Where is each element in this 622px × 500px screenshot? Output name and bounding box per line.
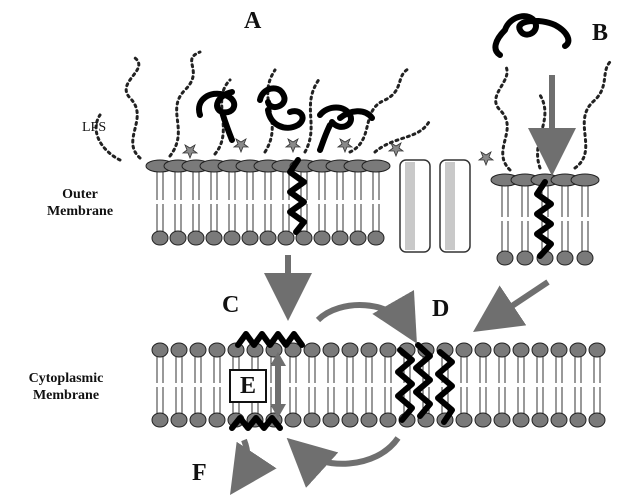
lipid-head — [171, 413, 187, 427]
lipid-head — [456, 413, 472, 427]
label-e: E — [240, 373, 256, 400]
lipid-head — [532, 413, 548, 427]
lipid-head — [260, 231, 276, 245]
lipid-head — [304, 343, 320, 357]
lipid-head — [551, 413, 567, 427]
lipid-head — [209, 413, 225, 427]
cytoplasmic-membrane-label: Cytoplasmic Membrane — [6, 370, 126, 404]
lipid-head — [571, 174, 599, 186]
lipid-head — [224, 231, 240, 245]
lipid-head — [380, 343, 396, 357]
cytoplasmic-membrane-line1: Cytoplasmic — [6, 370, 126, 387]
lipid-head — [494, 343, 510, 357]
lipid-head — [206, 231, 222, 245]
lipid-head — [570, 343, 586, 357]
lipid-head — [304, 413, 320, 427]
lipid-head — [323, 343, 339, 357]
outer-membrane-line1: Outer — [30, 186, 130, 203]
lipid-head — [170, 231, 186, 245]
lipid-head — [513, 413, 529, 427]
lipid-head — [380, 413, 396, 427]
label-e-box: E — [229, 369, 267, 403]
lipid-head — [171, 343, 187, 357]
label-a: A — [244, 8, 261, 35]
label-d: D — [432, 296, 449, 323]
lipid-head — [475, 343, 491, 357]
lipid-head — [152, 231, 168, 245]
cytoplasmic-membrane-line2: Membrane — [6, 387, 126, 404]
outer-membrane-line2: Membrane — [30, 203, 130, 220]
lipid-head — [570, 413, 586, 427]
arrow-f — [240, 440, 247, 480]
lipid-head — [589, 413, 605, 427]
lipid-head — [362, 160, 390, 172]
lipid-head — [152, 413, 168, 427]
lipid-head — [361, 343, 377, 357]
lipid-head — [332, 231, 348, 245]
lipid-head — [577, 251, 593, 265]
lipid-head — [342, 413, 358, 427]
lipid-head — [209, 343, 225, 357]
lipid-head — [368, 231, 384, 245]
peptide-a1 — [199, 92, 234, 140]
lipid-head — [190, 413, 206, 427]
lipid-head — [589, 343, 605, 357]
arrow-om-right-to-d — [488, 282, 548, 322]
arrow-d-back — [300, 438, 398, 464]
peptide-b — [495, 16, 568, 55]
lipid-head — [497, 251, 513, 265]
lipid-head — [350, 231, 366, 245]
peptides — [199, 16, 568, 428]
lipid-head — [532, 343, 548, 357]
lipid-head — [242, 231, 258, 245]
lipid-head — [551, 343, 567, 357]
cytoplasmic-membrane — [152, 343, 605, 427]
lipid-head — [342, 343, 358, 357]
lipid-head — [517, 251, 533, 265]
lipid-head — [456, 343, 472, 357]
lipid-head — [513, 343, 529, 357]
lipid-head — [278, 231, 294, 245]
porin-channels — [400, 160, 470, 252]
arrow-c-to-d — [318, 305, 408, 328]
peptide-d1 — [398, 350, 412, 420]
peptide-om-right — [537, 182, 551, 256]
outer-membrane-left — [146, 160, 390, 245]
lipid-head — [314, 231, 330, 245]
lipid-head — [557, 251, 573, 265]
lipid-head — [190, 343, 206, 357]
lipid-head — [494, 413, 510, 427]
lipid-head — [152, 343, 168, 357]
lipid-head — [188, 231, 204, 245]
lps-label: LPS — [82, 120, 106, 136]
peptide-d3 — [438, 352, 452, 422]
lipid-head — [475, 413, 491, 427]
label-c: C — [222, 292, 239, 319]
label-b: B — [592, 20, 608, 47]
lipid-head — [361, 413, 377, 427]
outer-membrane-label: Outer Membrane — [30, 186, 130, 220]
lipid-head — [323, 413, 339, 427]
label-f: F — [192, 460, 207, 487]
lipid-head — [285, 413, 301, 427]
